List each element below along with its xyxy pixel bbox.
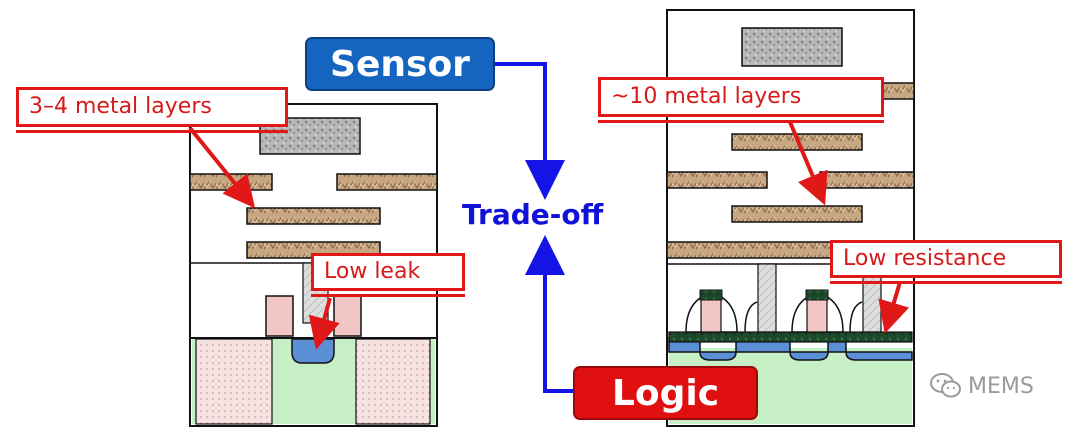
callout-arrows <box>188 121 910 350</box>
logic-label: Logic <box>573 366 758 420</box>
right-spacer-4 <box>849 301 863 333</box>
right-gate-cap-2 <box>805 289 829 301</box>
sensor-label: Sensor <box>305 37 495 91</box>
watermark-text: MEMS <box>968 373 1034 399</box>
left-metal-pointer <box>188 126 256 209</box>
right-gate-cap-1 <box>699 289 723 301</box>
right-metal-pointer <box>788 121 828 206</box>
left-gate-1 <box>265 295 294 337</box>
right-gate-1 <box>700 295 722 333</box>
right-metal-layers-callout: ~10 metal layers <box>598 77 884 123</box>
tradeoff-label: Trade-off <box>462 198 604 231</box>
right-gate-2 <box>806 295 828 333</box>
right-metal-3b <box>819 171 915 189</box>
tradeoff-arrows <box>495 62 575 393</box>
right-via-1 <box>757 263 777 333</box>
wechat-icon <box>930 373 961 398</box>
right-metal-3a <box>666 171 768 189</box>
left-metal-layers-callout: 3–4 metal layers <box>16 87 288 133</box>
left-well <box>291 338 335 364</box>
left-isolation-2 <box>355 338 431 425</box>
logic-to-tradeoff-arrow <box>525 235 575 393</box>
left-gate-2 <box>333 295 362 337</box>
right-spacer-3 <box>744 301 758 333</box>
low-leak-callout: Low leak <box>311 253 465 297</box>
left-isolation-1 <box>195 338 273 425</box>
low-resistance-callout: Low resistance <box>830 240 1062 284</box>
watermark: MEMS <box>930 373 1034 399</box>
right-resistance-pointer <box>878 281 910 334</box>
left-metal-1b <box>336 173 438 191</box>
right-metal-4 <box>731 205 863 223</box>
right-grey-block <box>741 27 843 67</box>
left-leak-pointer <box>308 297 340 350</box>
sensor-to-tradeoff-arrow <box>495 62 565 200</box>
left-metal-2 <box>246 207 381 225</box>
right-silicide <box>668 331 913 343</box>
right-well-band <box>668 337 913 361</box>
logic-cross-section <box>666 9 915 427</box>
